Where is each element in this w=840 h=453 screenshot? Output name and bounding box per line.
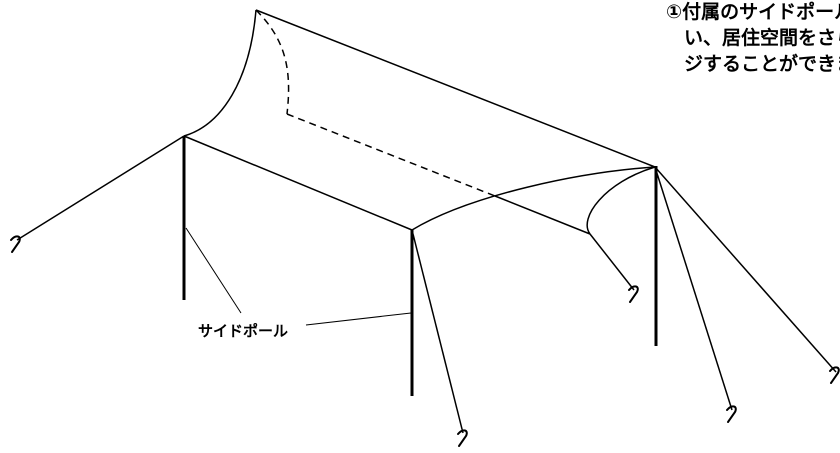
guy-line-front <box>411 229 464 434</box>
tarp-edge-right-rear <box>586 166 656 235</box>
poles <box>182 136 658 396</box>
tarp-hidden-edge-back <box>255 9 290 115</box>
side-pole-callout: サイドポール <box>185 227 412 340</box>
peg-icon <box>829 366 840 384</box>
tarp-ridge <box>255 9 656 168</box>
leader-line-front <box>305 312 412 326</box>
peg-icon <box>457 429 468 447</box>
guy-lines <box>16 135 837 434</box>
guy-line-right-2 <box>654 166 837 373</box>
peg-icon <box>726 405 737 423</box>
tarp-edge-front <box>183 135 413 231</box>
tarp <box>183 9 656 235</box>
peg-icon <box>628 285 639 303</box>
annotation-text: ①付属のサイドポールを使 い、居住空間をさらにアレン ジすることができます。 <box>666 0 840 75</box>
annotation-line-2: い、居住空間をさらにアレン <box>684 26 840 49</box>
pegs <box>10 235 840 447</box>
tarp-hidden-edge-bottom <box>286 113 496 197</box>
annotation-line-1: ①付属のサイドポールを使 <box>666 0 840 23</box>
leader-line-left <box>185 227 242 314</box>
guy-line-rear <box>589 233 635 291</box>
guy-line-left <box>16 135 185 241</box>
annotation-line-3: ジすることができます。 <box>684 52 840 75</box>
tarp-underside-edge <box>494 195 591 235</box>
peg-icon <box>10 235 21 253</box>
guy-line-right-1 <box>654 166 733 411</box>
tarp-edge-back-left <box>183 9 257 137</box>
side-pole-label: サイドポール <box>198 322 288 340</box>
tarp-edge-front-right <box>411 166 656 231</box>
